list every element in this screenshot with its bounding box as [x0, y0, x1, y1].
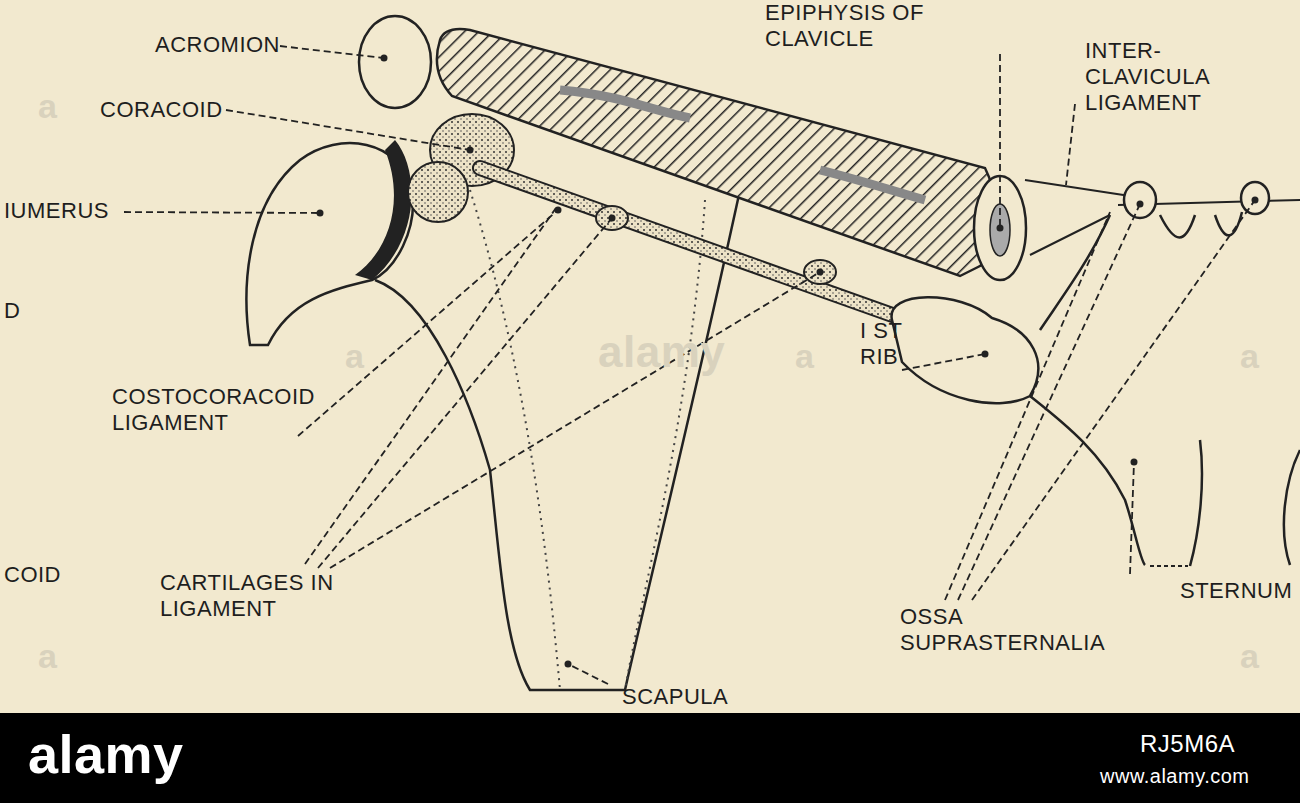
part-label: D [4, 298, 20, 324]
part-label: CARTILAGES IN LIGAMENT [160, 570, 350, 622]
sternum-outline [1030, 396, 1145, 565]
scapula-edge [625, 200, 705, 690]
watermark: a [795, 336, 814, 376]
part-label: OSSA SUPRASTERNALIA [900, 604, 1140, 656]
sternum-outline [1190, 440, 1300, 566]
watermark: a [1240, 336, 1259, 376]
part-label: SCAPULA [622, 684, 728, 710]
part-label: COID [4, 562, 61, 588]
suprasternal-ossicle [1160, 212, 1242, 238]
suprasternal-ossicle [1124, 182, 1156, 218]
leader-dots [317, 55, 1259, 668]
part-label: STERNUM [1180, 578, 1292, 604]
leader-lines [124, 46, 1255, 684]
ligament-cartilage [804, 260, 836, 284]
image-id: RJ5M6A [1140, 730, 1235, 758]
first-rib [892, 297, 1039, 403]
part-label: EPIPHYSIS OF CLAVICLE [765, 0, 935, 52]
interclavicular-ligament [1025, 180, 1130, 255]
scapula-outline [375, 190, 740, 690]
watermark: a [38, 636, 57, 676]
watermark: a [1240, 636, 1259, 676]
part-label: I ST RIB [860, 318, 920, 370]
sternum-outline [1150, 565, 1188, 567]
coracoid-bone [408, 162, 468, 222]
part-label: CORACOID [100, 97, 223, 123]
clavicle-bone [437, 29, 994, 276]
part-label: ACROMION [155, 32, 280, 58]
watermark: alamy [598, 326, 725, 378]
part-label: IUMERUS [4, 198, 109, 224]
watermark: a [345, 336, 364, 376]
joint-shade [355, 140, 412, 280]
sternum-outline [1040, 215, 1110, 330]
suprasternal-ossicle [1241, 182, 1269, 214]
ligament-cartilage [596, 206, 628, 230]
ossification-center [560, 90, 690, 118]
ossification-center [820, 170, 925, 200]
part-label: COSTOCORACOID LIGAMENT [112, 384, 342, 436]
watermark: a [38, 86, 57, 126]
stock-bar [0, 713, 1300, 803]
stock-logo: alamy [28, 722, 184, 786]
acromion-bone [359, 16, 431, 108]
stock-url: www.alamy.com [1100, 764, 1250, 788]
part-label: INTER- CLAVICULA LIGAMENT [1085, 38, 1235, 116]
